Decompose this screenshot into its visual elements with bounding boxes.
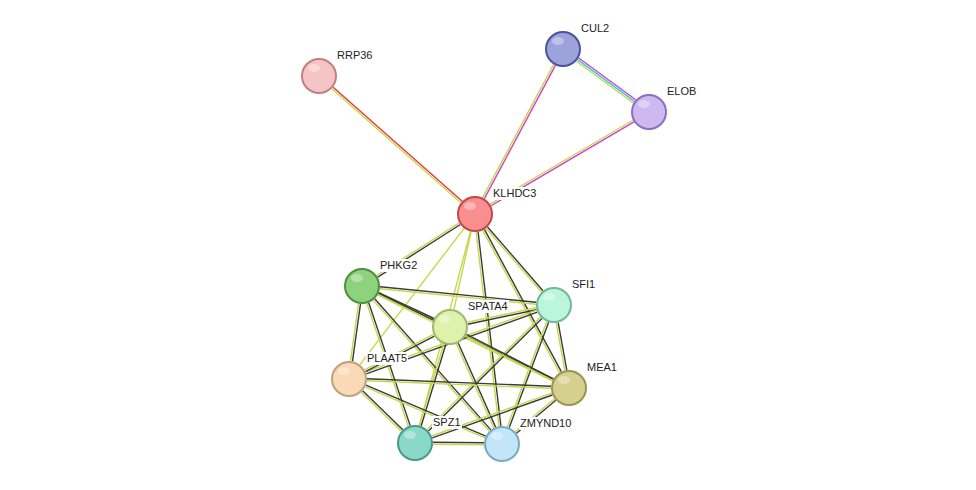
evidence-line [491, 122, 634, 206]
protein-node: SPZ1 [397, 425, 433, 461]
evidence-line [332, 89, 461, 203]
node-highlight [552, 37, 564, 45]
evidence-line [333, 87, 462, 201]
evidence-line [488, 227, 543, 291]
evidence-line [576, 61, 633, 103]
evidence-line [378, 225, 461, 278]
interaction-edge [576, 58, 635, 103]
evidence-line [556, 323, 565, 371]
interaction-edge [486, 227, 543, 292]
evidence-line [351, 304, 359, 361]
evidence-line [433, 442, 484, 444]
evidence-line [365, 334, 434, 370]
protein-node: SPATA4 [432, 309, 468, 345]
interaction-edge [556, 323, 567, 371]
evidence-line [380, 289, 536, 304]
evidence-line [483, 64, 554, 197]
node-label: CUL2 [580, 22, 610, 35]
node-label: PHKG2 [379, 259, 418, 272]
protein-node: KLHDC3 [457, 196, 493, 232]
node-highlight [464, 202, 476, 210]
interaction-edge [332, 87, 462, 203]
interaction-edge [361, 391, 403, 431]
node-label: ELOB [666, 85, 697, 98]
node-label: PLAAT5 [366, 352, 408, 365]
node-highlight [439, 315, 451, 323]
interaction-edge [378, 293, 554, 381]
protein-node: MEA1 [551, 370, 587, 406]
node-label: SFI1 [571, 278, 596, 291]
node-label: SPZ1 [432, 416, 462, 429]
node-label: SPATA4 [467, 300, 509, 313]
interaction-edge [365, 334, 435, 371]
protein-node: ZMYND10 [484, 426, 520, 462]
node-label: RRP36 [336, 49, 373, 62]
evidence-line [352, 304, 360, 361]
node-label: MEA1 [586, 361, 618, 374]
node-highlight [404, 431, 416, 439]
interaction-edge [367, 379, 551, 389]
evidence-line [380, 287, 536, 302]
protein-node: RRP36 [301, 58, 337, 94]
node-label: ZMYND10 [519, 417, 572, 430]
protein-node: PHKG2 [344, 268, 380, 304]
evidence-line [433, 444, 484, 446]
interaction-edge [490, 120, 634, 206]
node-highlight [543, 293, 555, 301]
interaction-edge [380, 287, 536, 304]
protein-node: PLAAT5 [331, 361, 367, 397]
interaction-edge [367, 303, 410, 427]
evidence-line [578, 60, 635, 102]
evidence-line [363, 391, 403, 430]
node-highlight [351, 274, 363, 282]
evidence-line [490, 120, 633, 204]
protein-node: SFI1 [536, 287, 572, 323]
node-label: KLHDC3 [492, 187, 537, 200]
interaction-edge [483, 64, 556, 198]
node-highlight [558, 376, 570, 384]
evidence-line [466, 334, 553, 379]
evidence-line [579, 58, 636, 100]
node-highlight [491, 432, 503, 440]
evidence-line [466, 336, 553, 381]
protein-node: ELOB [631, 94, 667, 130]
evidence-line [377, 223, 460, 276]
evidence-line [367, 303, 408, 426]
evidence-line [484, 65, 555, 198]
node-highlight [638, 100, 650, 108]
interaction-edge [351, 304, 361, 362]
evidence-line [365, 336, 434, 372]
protein-node: CUL2 [545, 31, 581, 67]
node-highlight [308, 64, 320, 72]
interaction-edge [466, 334, 554, 380]
evidence-line [558, 323, 567, 371]
interaction-edge [433, 442, 484, 445]
evidence-line [367, 381, 551, 389]
node-highlight [338, 367, 350, 375]
